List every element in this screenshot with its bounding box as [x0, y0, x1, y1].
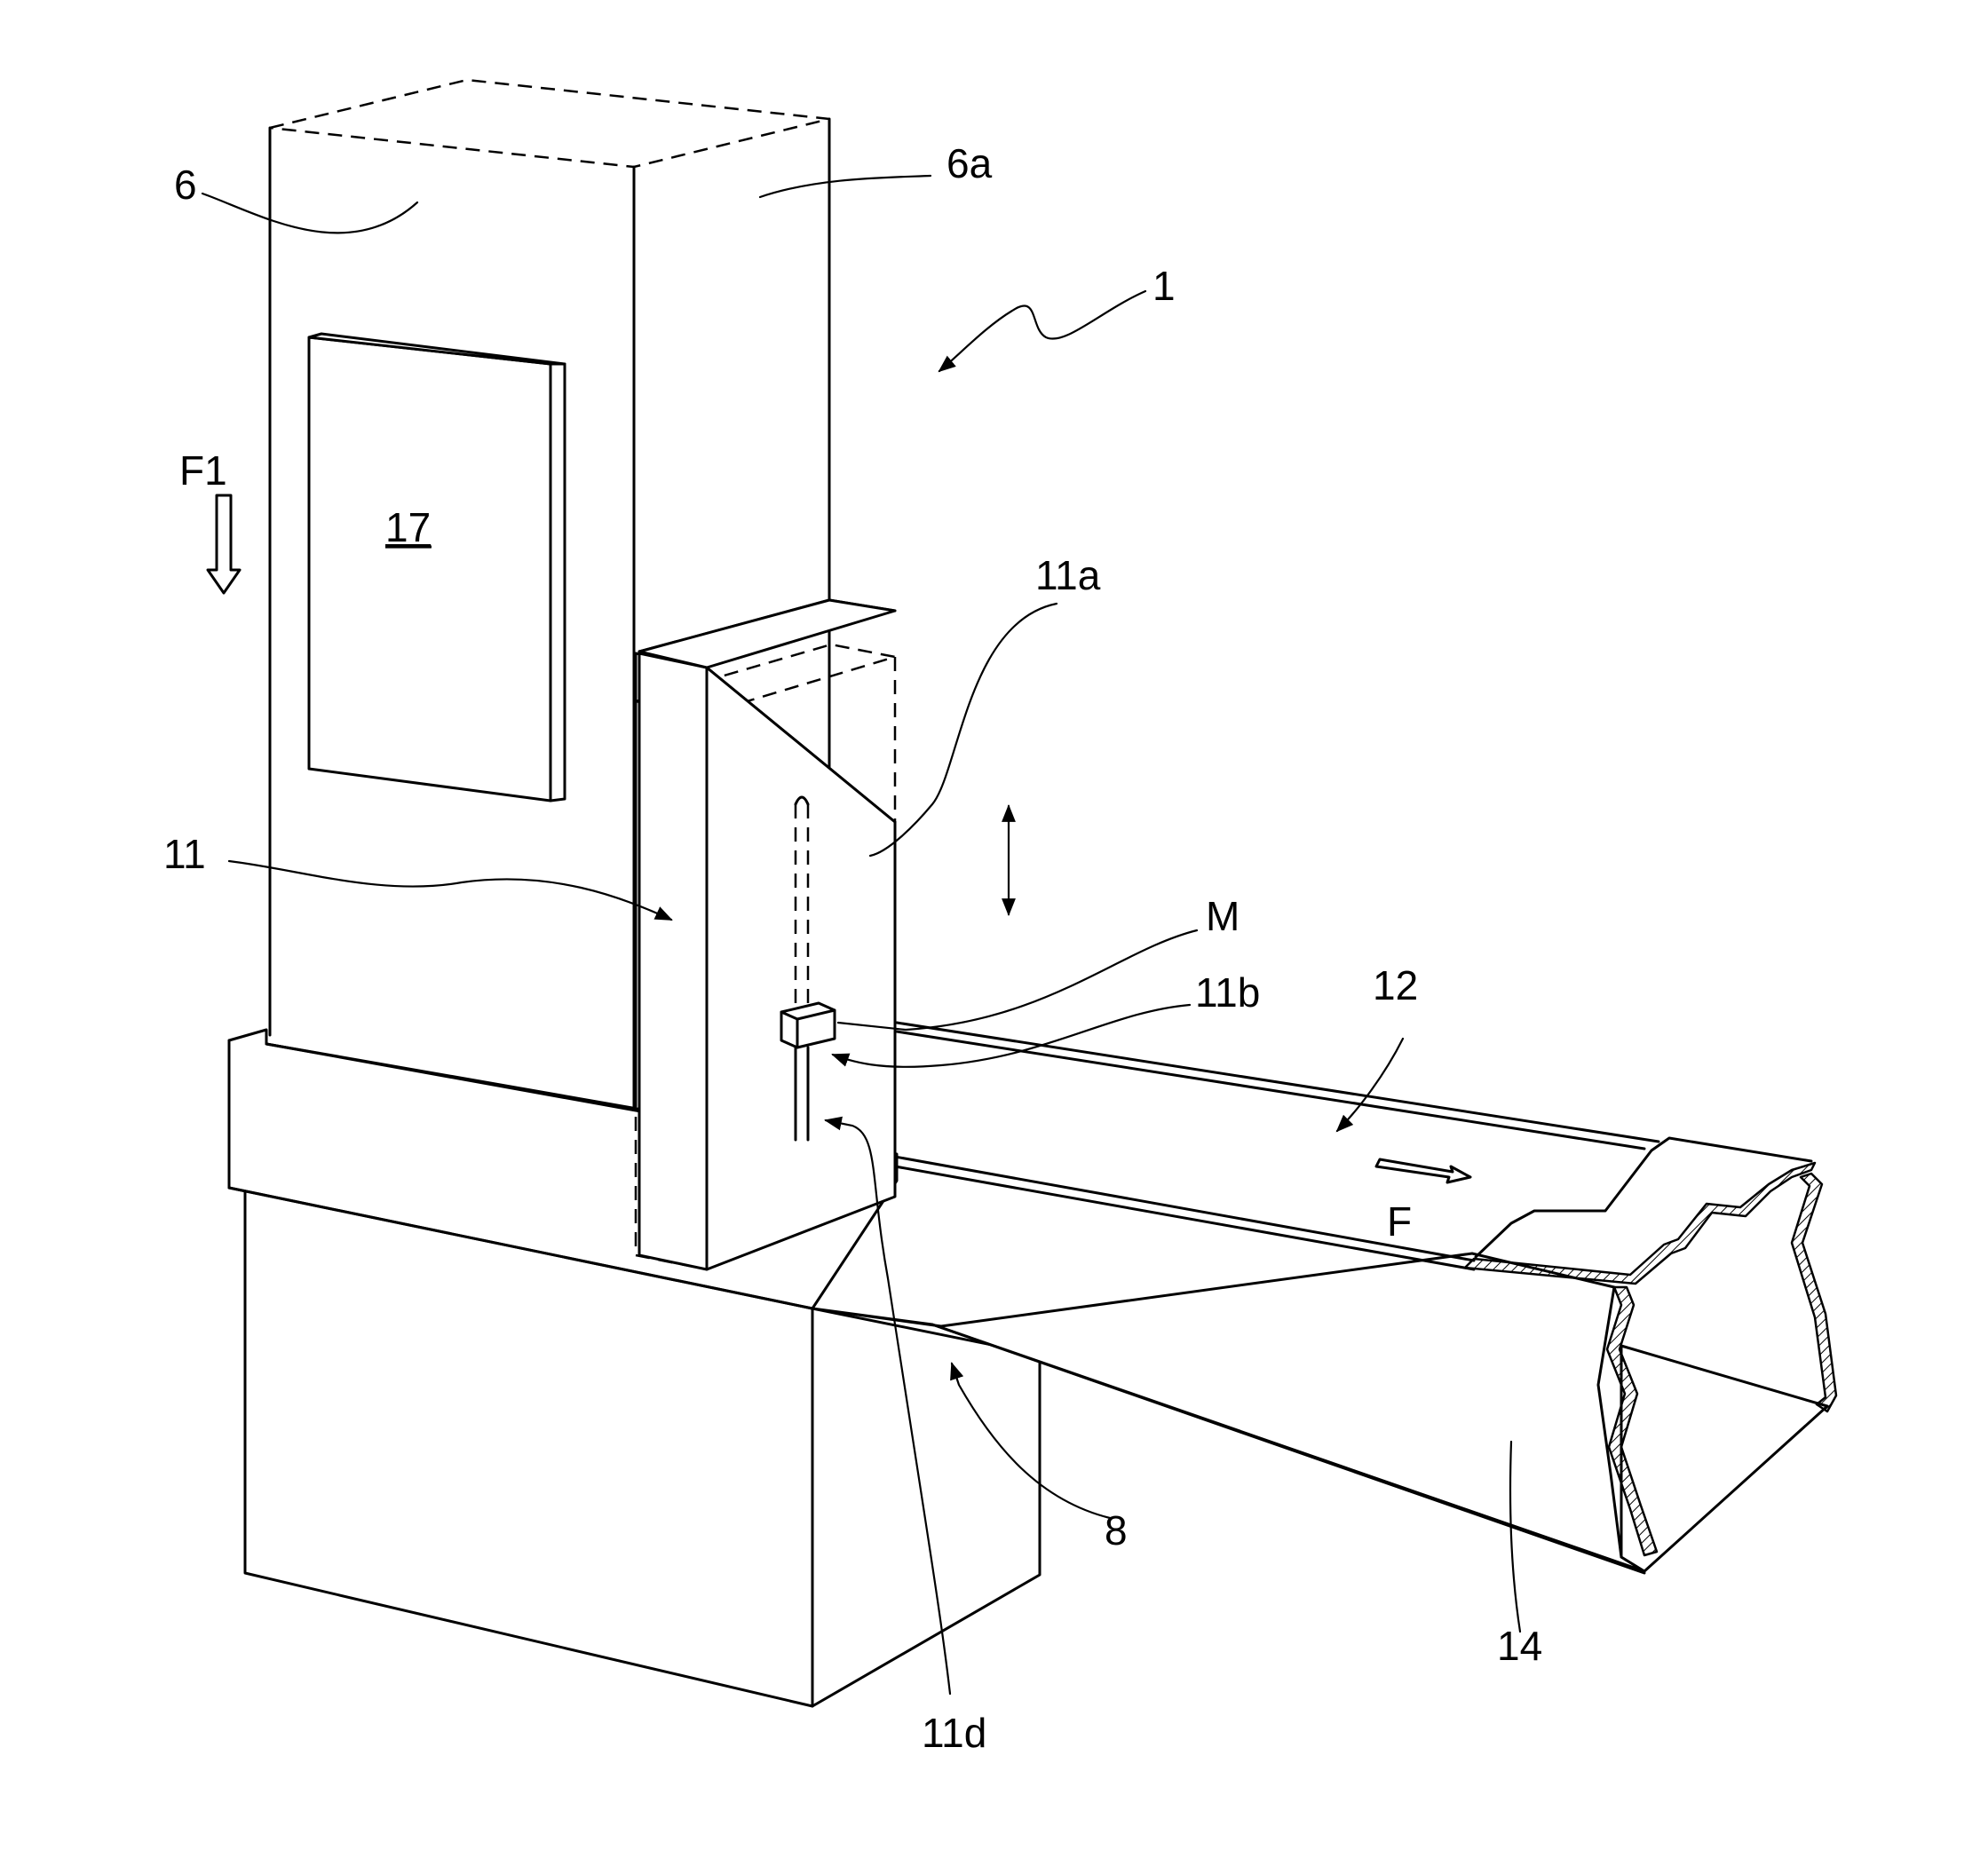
label-flow-f: F: [1387, 1198, 1412, 1245]
label-rod: 11d: [922, 1710, 986, 1756]
panel: [309, 334, 565, 801]
sensor-m: [781, 1003, 835, 1048]
label-sensor: M: [1206, 893, 1240, 939]
flow-f1-arrow: [208, 495, 240, 593]
label-guide: 11b: [1195, 969, 1260, 1016]
label-housing: 6: [174, 162, 197, 208]
label-housing-side: 6a: [946, 140, 993, 186]
label-conveyor: 12: [1373, 962, 1418, 1008]
label-unit-top: 11a: [1035, 552, 1101, 598]
label-flow-f1: F1: [179, 447, 227, 494]
label-chute: 14: [1497, 1623, 1542, 1669]
label-base: 8: [1105, 1507, 1128, 1554]
unit: [636, 600, 895, 1269]
label-unit: 11: [163, 831, 206, 877]
flow-f-arrow: [1376, 1159, 1470, 1182]
label-apparatus: 1: [1152, 263, 1176, 309]
label-panel: 17: [385, 504, 431, 550]
